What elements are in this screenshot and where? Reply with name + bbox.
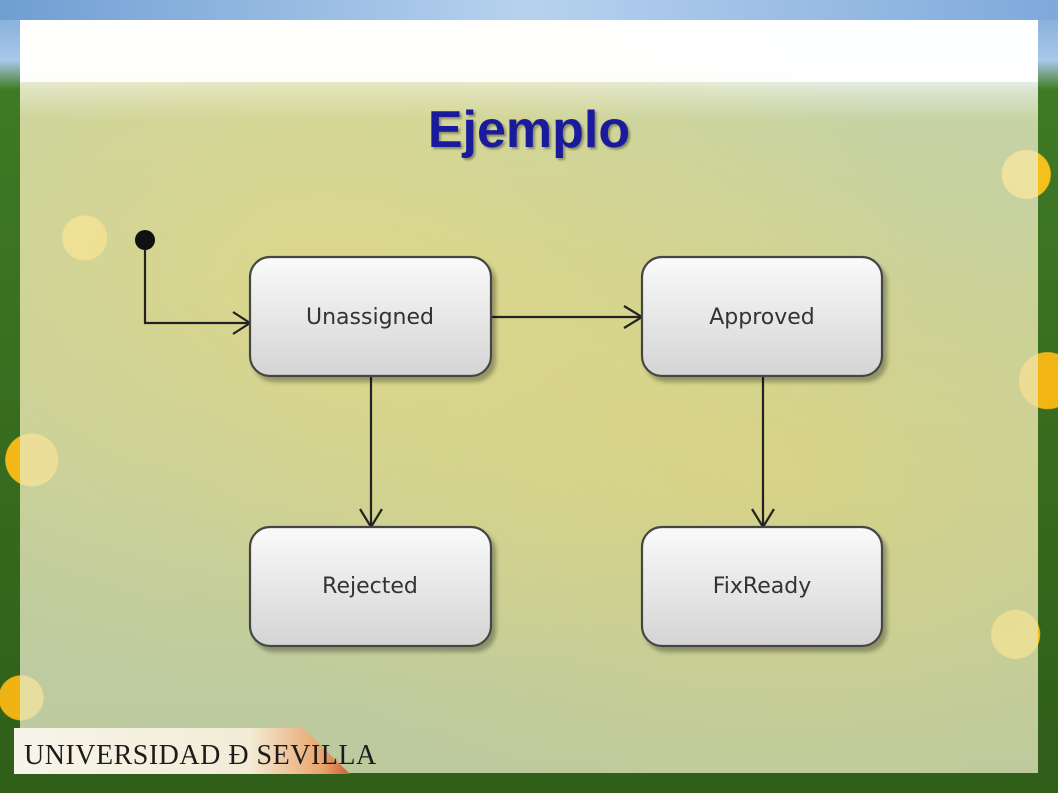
state-label: FixReady: [713, 574, 811, 599]
state-label: Approved: [709, 305, 815, 330]
initial-state-dot: [135, 230, 155, 250]
sky-strip: [0, 0, 1058, 20]
transition-initial-unassigned: [143, 250, 250, 325]
slide-title: Ejemplo: [427, 101, 631, 159]
content-panel-header: [20, 20, 1038, 82]
state-rejected: Rejected: [248, 525, 493, 648]
state-unassigned: Unassigned: [248, 255, 493, 378]
university-logo-banner: [14, 728, 350, 774]
state-fixready: FixReady: [640, 525, 884, 648]
university-logo-text: UNIVERSIDAD Đ SEVILLA: [24, 740, 377, 771]
content-panel: [20, 20, 1038, 773]
state-label: Unassigned: [306, 305, 434, 330]
state-approved: Approved: [640, 255, 884, 378]
state-label: Rejected: [322, 574, 418, 599]
